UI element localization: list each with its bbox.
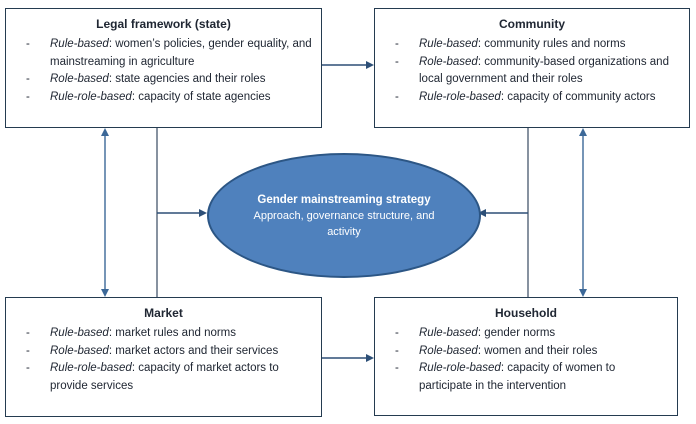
list-item: - Role-based: women and their roles (375, 343, 677, 361)
item-text: Rule-based: women’s policies, gender equ… (50, 36, 313, 71)
item-lead: Role-based (419, 344, 478, 357)
box-items-market: - Rule-based: market rules and norms - R… (6, 325, 321, 395)
box-title-legal: Legal framework (state) (96, 17, 231, 31)
list-item: - Rule-based: market rules and norms (6, 325, 321, 343)
strategy-ellipse: Gender mainstreaming strategy Approach, … (207, 153, 481, 278)
item-rest: : community-based organizations and loca… (419, 55, 669, 86)
list-item: - Rule-role-based: capacity of community… (375, 89, 689, 107)
list-item: - Role-based: community-based organizati… (375, 54, 689, 89)
list-item: - Rule-based: community rules and norms (375, 36, 689, 54)
bullet-dash: - (395, 38, 399, 50)
item-text: Role-based: market actors and their serv… (50, 343, 313, 361)
item-lead: Rule-role-based (419, 90, 501, 103)
arrow-legal-to-community (322, 61, 374, 69)
box-market: Market - Rule-based: market rules and no… (5, 297, 322, 417)
double-arrow-community-household (579, 128, 587, 297)
list-item: - Rule-based: women’s policies, gender e… (6, 36, 321, 71)
bullet-dash: - (26, 362, 30, 374)
box-title-community: Community (499, 17, 565, 31)
item-text: Role-based: women and their roles (419, 343, 669, 361)
item-rest: : market rules and norms (108, 327, 237, 339)
bullet-dash: - (26, 327, 30, 339)
item-text: Role-based: community-based organization… (419, 54, 681, 89)
bullet-dash: - (26, 90, 30, 103)
item-lead: Role-based (50, 73, 109, 85)
item-rest: : community rules and norms (477, 38, 626, 50)
box-items-household: - Rule-based: gender norms - Role-based:… (375, 325, 677, 395)
bullet-dash: - (395, 344, 399, 357)
item-text: Rule-role-based: capacity of women to pa… (419, 360, 669, 395)
item-lead: Rule-role-based (419, 362, 501, 374)
item-rest: : capacity of women to participate in th… (419, 362, 616, 392)
item-lead: Role-based (419, 55, 478, 68)
item-text: Rule-based: gender norms (419, 325, 669, 343)
item-lead: Role-based (50, 344, 109, 357)
bullet-dash: - (395, 327, 399, 339)
item-text: Rule-role-based: capacity of community a… (419, 89, 681, 107)
item-rest: : capacity of community actors (500, 90, 656, 103)
box-household: Household - Rule-based: gender norms - R… (374, 297, 678, 416)
arrow-left-into-strategy (156, 128, 207, 297)
item-text: Rule-role-based: capacity of state agenc… (50, 89, 313, 107)
list-item: - Rule-role-based: capacity of market ac… (6, 360, 321, 395)
box-legal-framework: Legal framework (state) - Rule-based: wo… (5, 8, 322, 128)
item-lead: Rule-based (50, 38, 109, 50)
double-arrow-legal-market (101, 128, 109, 297)
list-item: - Role-based: state agencies and their r… (6, 71, 321, 89)
list-item: - Rule-based: gender norms (375, 325, 677, 343)
item-lead: Rule-based (419, 327, 478, 339)
item-text: Rule-based: community rules and norms (419, 36, 681, 54)
item-rest: : women and their roles (477, 344, 598, 357)
item-lead: Rule-role-based (50, 362, 132, 374)
item-rest: : capacity of market actors to provide s… (50, 362, 279, 392)
item-lead: Rule-based (419, 38, 478, 50)
arrow-market-to-household (322, 354, 374, 362)
bullet-dash: - (26, 344, 30, 357)
item-lead: Rule-role-based (50, 90, 132, 103)
item-rest: : state agencies and their roles (108, 73, 266, 85)
item-rest: : women’s policies, gender equality, and… (50, 38, 312, 68)
item-rest: : gender norms (477, 327, 556, 339)
item-text: Rule-role-based: capacity of market acto… (50, 360, 313, 395)
box-items-legal: - Rule-based: women’s policies, gender e… (6, 36, 321, 106)
bullet-dash: - (26, 38, 30, 50)
bullet-dash: - (395, 90, 399, 103)
item-text: Rule-based: market rules and norms (50, 325, 313, 343)
strategy-subtitle: Approach, governance structure, and acti… (253, 209, 435, 238)
box-items-community: - Rule-based: community rules and norms … (375, 36, 689, 106)
item-lead: Rule-based (50, 327, 109, 339)
strategy-title: Gender mainstreaming strategy (257, 193, 431, 206)
item-rest: : market actors and their services (108, 344, 279, 357)
list-item: - Role-based: market actors and their se… (6, 343, 321, 361)
box-title-household: Household (495, 306, 557, 320)
item-text: Role-based: state agencies and their rol… (50, 71, 313, 89)
item-rest: : capacity of state agencies (131, 90, 271, 103)
list-item: - Rule-role-based: capacity of women to … (375, 360, 677, 395)
bullet-dash: - (395, 362, 399, 374)
box-title-market: Market (144, 306, 183, 320)
list-item: - Rule-role-based: capacity of state age… (6, 89, 321, 107)
box-community: Community - Rule-based: community rules … (374, 8, 690, 128)
bullet-dash: - (395, 55, 399, 68)
bullet-dash: - (26, 73, 30, 85)
arrow-right-into-strategy (478, 128, 529, 297)
